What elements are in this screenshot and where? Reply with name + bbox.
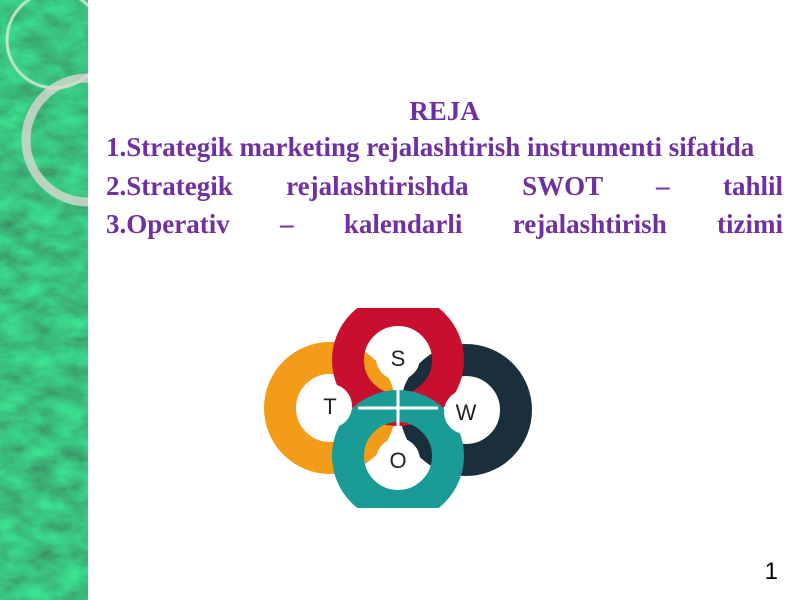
page-number: 1 [764,558,778,585]
agenda-item-1: 1.Strategik marketing rejalashtirish ins… [106,132,755,162]
decorative-sidebar [0,0,88,600]
swot-graphic: S T W O [262,294,534,522]
swot-letter-o: O [389,448,406,473]
swot-letter-s: S [391,346,406,371]
agenda-item-2: 2.Strategik rejalashtirishda SWOT – tahl… [106,170,783,201]
agenda-item-3: 3.Operativ – kalendarli rejalashtirish t… [106,209,783,239]
slide-content: REJA 1.Strategik marketing rejalashtiris… [106,94,783,244]
swot-letter-w: W [456,400,477,425]
slide-title: REJA [409,96,480,126]
swot-diagram: S T W O [264,294,532,522]
marble-texture [0,0,88,600]
ring-decoration [21,73,88,207]
swot-letter-t: T [323,394,336,419]
